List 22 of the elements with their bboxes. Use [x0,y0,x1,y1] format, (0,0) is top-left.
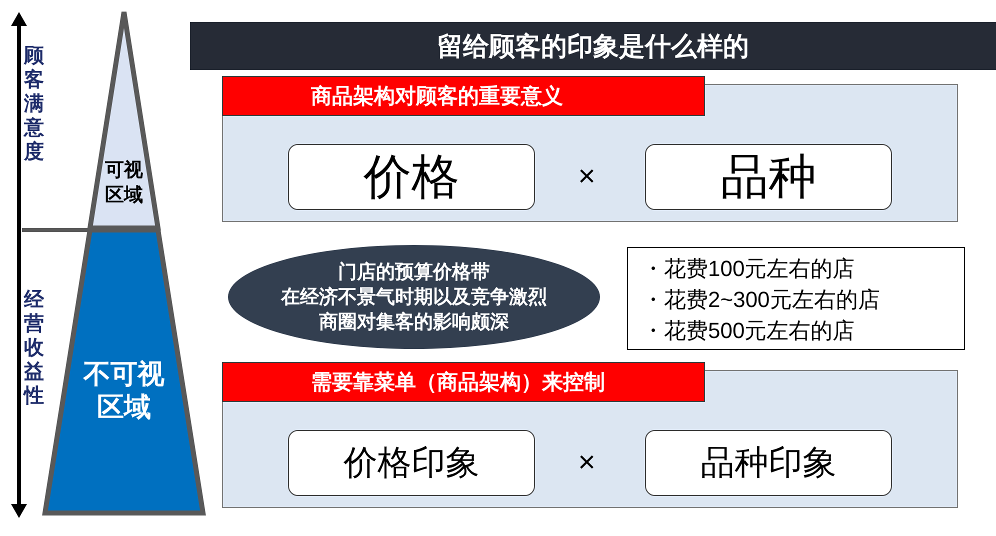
label-box: 价格印象 [288,430,535,496]
list-item: ・花费500元左右的店 [642,317,856,345]
content-panel [222,76,958,222]
list-item: ・花费2~300元左右的店 [642,286,881,314]
section-heading: 需要靠菜单（商品架构）来控制 [222,362,705,402]
axis-label: 经营收益性 [24,288,45,408]
callout-text: 商圈对集客的影响颇深 [319,310,509,334]
multiply-sign: × [578,160,596,194]
zone-label: 不可视区域 [82,358,166,424]
list-item: ・花费100元左右的店 [642,255,856,283]
multiply-sign: × [578,446,596,480]
section-heading: 商品架构对顾客的重要意义 [222,76,705,116]
content-panel [222,362,958,508]
callout-text: 在经济不景气时期以及竞争激烈 [281,286,547,310]
zone-label: 可视区域 [104,158,144,208]
title-bar: 留给顾客的印象是什么样的 [190,22,996,70]
label-box: 价格 [288,144,535,210]
callout-text: 门店的预算价格带 [338,260,490,284]
list-box [627,247,965,350]
label-box: 品种 [645,144,892,210]
label-box: 品种印象 [645,430,892,496]
axis-label: 顾客满意度 [24,44,45,164]
